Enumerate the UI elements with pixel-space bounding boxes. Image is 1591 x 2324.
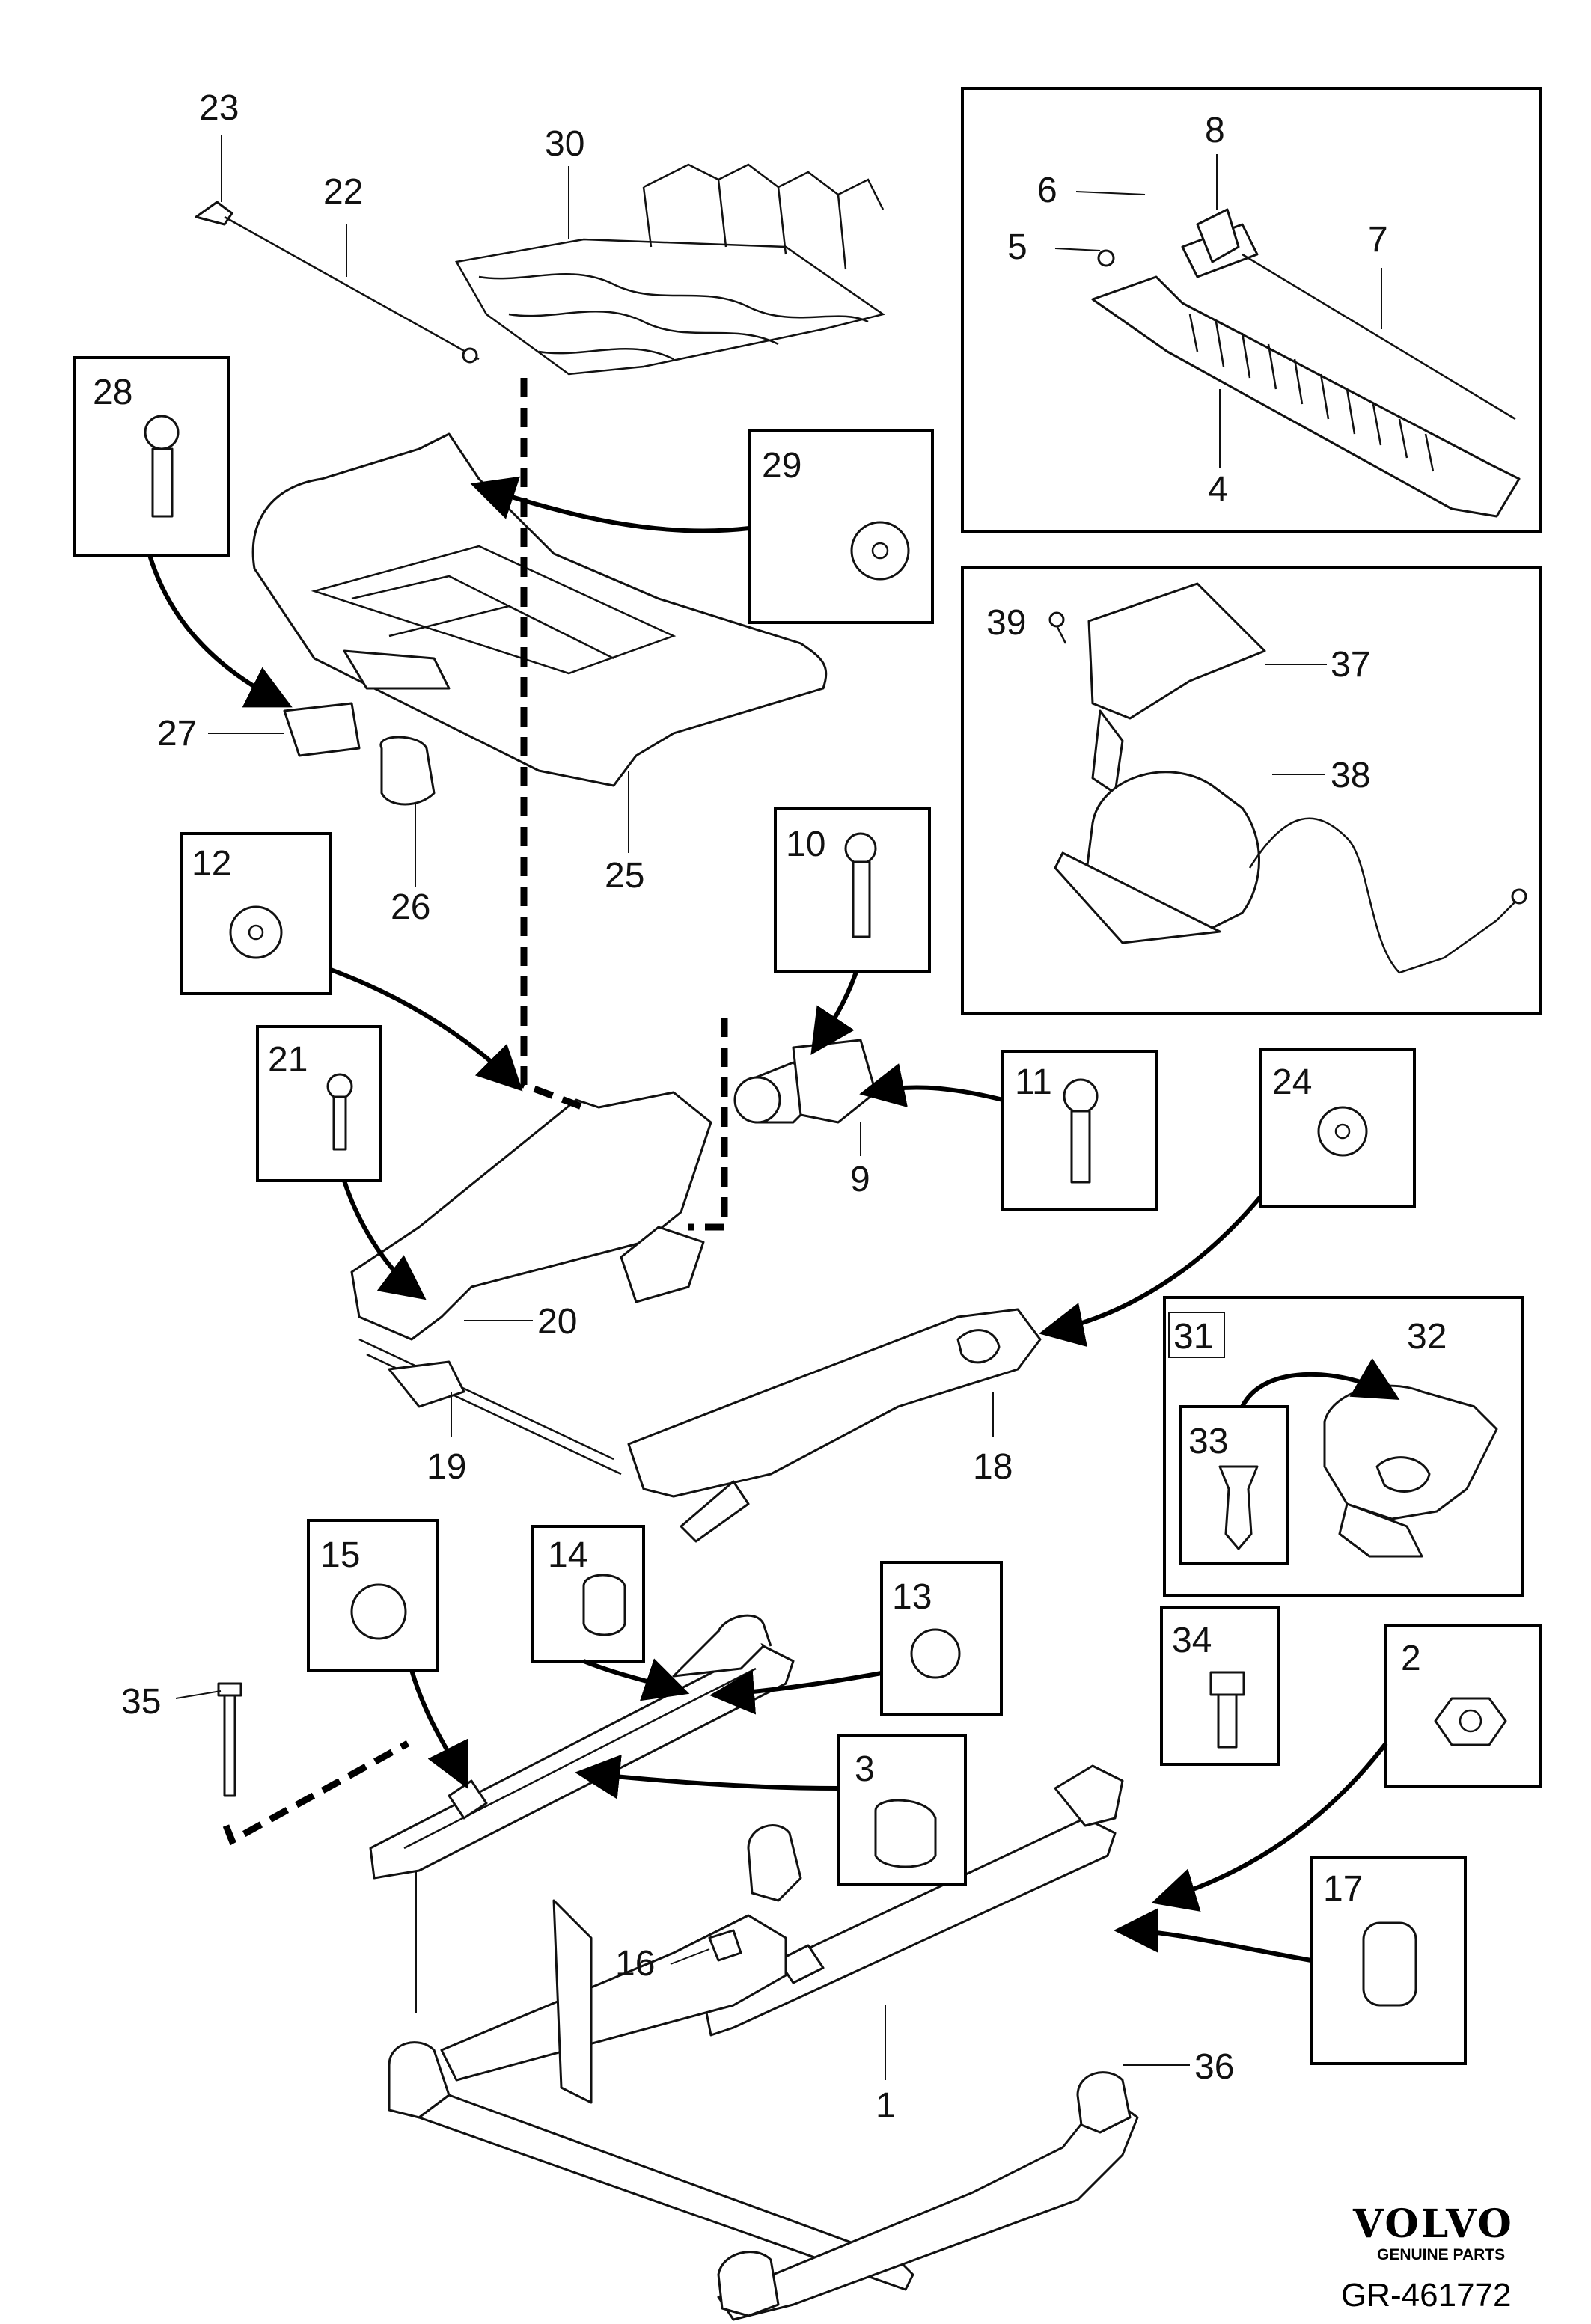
- clip: [708, 1929, 742, 1962]
- arrow-33: [1240, 1357, 1400, 1408]
- callout-34: 34: [1172, 1621, 1212, 1660]
- detail-box-12: [180, 832, 332, 995]
- connectors: [283, 702, 436, 806]
- callout-2: 2: [1401, 1639, 1421, 1678]
- spring-mat: [455, 163, 885, 376]
- callout-4: 4: [1208, 470, 1228, 510]
- callout-27: 27: [157, 714, 197, 753]
- pump-assembly: [1048, 582, 1527, 974]
- callout-37: 37: [1331, 645, 1370, 685]
- callout-33: 33: [1188, 1422, 1228, 1461]
- callout-5: 5: [1007, 227, 1027, 267]
- callout-labels: 23 22 30 28 29 8 6 5 7 4 39 37 38 27 26 …: [93, 88, 1447, 2126]
- callout-31: 31: [1173, 1317, 1213, 1357]
- callout-8: 8: [1205, 111, 1225, 150]
- seat-cushion-frame: [251, 432, 828, 787]
- detail-box-28: [73, 356, 230, 557]
- arrow-24: [1039, 1196, 1262, 1347]
- callout-23: 23: [199, 88, 239, 128]
- detail-box-10: [774, 807, 931, 973]
- callout-10: 10: [786, 825, 825, 864]
- detail-box-13: [880, 1561, 1003, 1716]
- arrow-3: [575, 1754, 839, 1799]
- callout-36: 36: [1194, 2047, 1234, 2087]
- detail-box-17: [1310, 1856, 1467, 2065]
- callout-9: 9: [850, 1160, 870, 1199]
- arrow-29: [470, 476, 750, 533]
- adjuster: [1323, 1384, 1498, 1558]
- dashed-line-motor: [688, 1018, 728, 1231]
- dashed-line-rod: [520, 378, 585, 1111]
- callout-32: 32: [1407, 1317, 1447, 1357]
- callout-30: 30: [545, 124, 584, 164]
- arrow-10: [810, 971, 858, 1055]
- detail-box-2: [1384, 1624, 1542, 1788]
- arrow-14: [582, 1658, 690, 1701]
- callout-19: 19: [427, 1447, 466, 1487]
- cable-rod: [195, 201, 480, 364]
- detail-box-15: [307, 1519, 439, 1672]
- subframe: [388, 1824, 1139, 2321]
- callout-16: 16: [615, 1944, 655, 1984]
- callout-7: 7: [1368, 220, 1388, 260]
- callout-11: 11: [1015, 1062, 1052, 1102]
- callout-29: 29: [762, 446, 801, 486]
- callout-14: 14: [548, 1535, 587, 1575]
- brand-subtitle: GENUINE PARTS: [1377, 2246, 1505, 2263]
- callout-25: 25: [605, 856, 644, 896]
- callout-12: 12: [192, 844, 231, 884]
- arrow-11: [859, 1063, 1004, 1108]
- arrow-2: [1151, 1742, 1388, 1912]
- detail-box-33: [1179, 1405, 1289, 1565]
- callout-38: 38: [1331, 756, 1370, 795]
- motor: [733, 1039, 877, 1124]
- callout-26: 26: [391, 887, 430, 927]
- detail-box-24: [1259, 1048, 1416, 1208]
- callout-24: 24: [1272, 1062, 1312, 1102]
- callout-1: 1: [876, 2086, 896, 2126]
- detail-box-21: [256, 1025, 382, 1182]
- pump-group-box: [961, 566, 1542, 1015]
- seat-frame: [350, 1091, 1042, 1543]
- callout-18: 18: [973, 1447, 1013, 1487]
- brand-block: VOLVO GENUINE PARTS GR-461772: [1341, 2201, 1514, 2314]
- callout-35: 35: [121, 1682, 161, 1722]
- callout-3: 3: [855, 1749, 875, 1789]
- bolt: [217, 1682, 242, 1797]
- arrow-17: [1114, 1908, 1312, 1963]
- callout-13: 13: [892, 1577, 932, 1617]
- detail-box-3: [837, 1734, 967, 1886]
- brand-logo: VOLVO: [1352, 2201, 1514, 2247]
- arrow-15: [409, 1669, 468, 1789]
- leader-lines: [175, 135, 1382, 2080]
- arrow-12: [329, 967, 523, 1092]
- detail-box-29: [748, 429, 934, 624]
- arrow-21: [342, 1180, 427, 1300]
- rod-assembly: [1091, 208, 1521, 518]
- callout-21: 21: [268, 1040, 308, 1080]
- reference-number: GR-461772: [1341, 2277, 1511, 2314]
- callout-17: 17: [1323, 1869, 1363, 1909]
- arrow-13: [709, 1669, 882, 1715]
- callout-22: 22: [323, 172, 363, 212]
- callout-6: 6: [1037, 171, 1057, 210]
- dashed-line-bolt: [222, 1740, 410, 1846]
- seat-rail-outer: [702, 1764, 1124, 2037]
- callout-20: 20: [537, 1302, 577, 1342]
- detail-box-11: [1001, 1050, 1158, 1211]
- callout-39: 39: [986, 603, 1026, 643]
- detail-box-34: [1160, 1606, 1280, 1766]
- arrow-28: [147, 554, 293, 708]
- callout-15: 15: [320, 1535, 360, 1575]
- callout-28: 28: [93, 373, 132, 412]
